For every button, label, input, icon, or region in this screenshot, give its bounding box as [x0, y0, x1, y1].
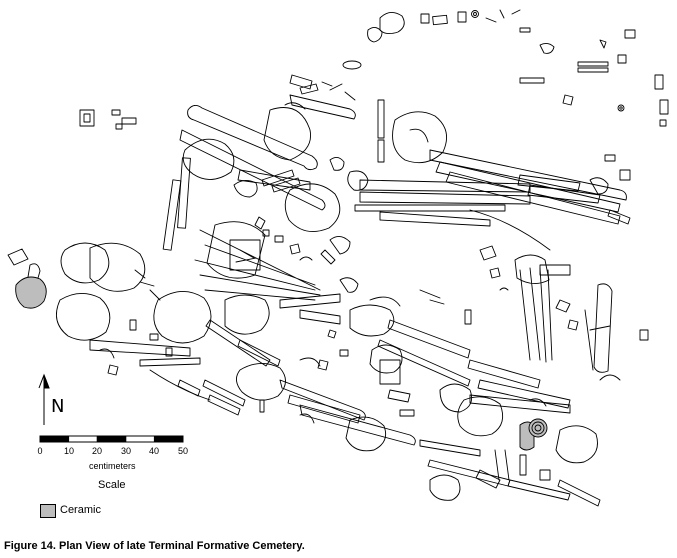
north-label: N	[51, 396, 65, 417]
upper-central-bones	[162, 74, 631, 251]
scale-tick-label: 50	[177, 446, 189, 456]
scale-tick-label: 20	[91, 446, 103, 456]
scale-unit-label: centimeters	[89, 461, 136, 471]
central-dense-bones	[194, 216, 359, 367]
figure-caption: Figure 14. Plan View of late Terminal Fo…	[4, 540, 305, 552]
scale-tick-label: 10	[63, 446, 75, 456]
legend-swatch-ceramic	[40, 504, 56, 518]
north-arrow-icon	[38, 373, 50, 425]
middle-right-bones	[299, 245, 649, 507]
scale-tick-label: 40	[148, 446, 160, 456]
legend-label-ceramic: Ceramic	[60, 504, 101, 516]
scale-title: Scale	[98, 479, 126, 491]
top-bone-cluster	[342, 9, 669, 127]
scale-tick-label: 0	[37, 446, 43, 456]
lower-central-bones	[207, 363, 416, 452]
scale-bar	[39, 435, 184, 443]
scale-tick-label: 30	[120, 446, 132, 456]
ceramic-sherds	[15, 276, 548, 451]
